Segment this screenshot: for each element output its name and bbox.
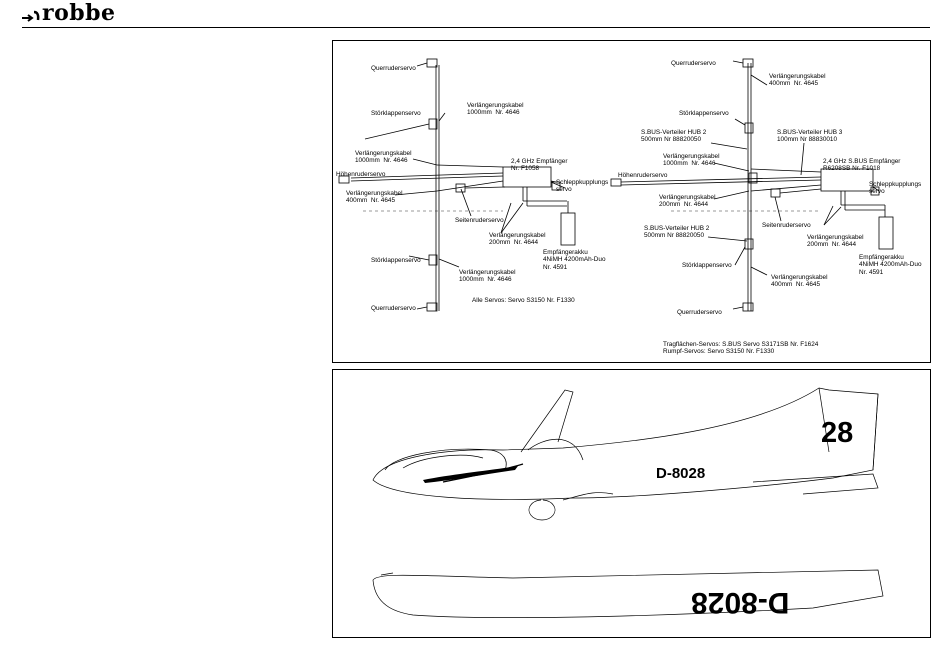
left-aileron-top-label: Querruderservo: [371, 65, 416, 72]
glider-side-view: [372, 387, 884, 618]
right-rudder-label: Seitenruderservo: [762, 222, 811, 229]
brand-name: robbe: [42, 0, 116, 26]
registration-mirrored: D-8028: [691, 586, 790, 619]
right-hub3-label: S.BUS-Verteiler HUB 3 100mm Nr 88830010: [777, 129, 843, 144]
right-battery-label: Empfängerakku 4NiMH 4200mAh-Duo Nr. 4591: [859, 254, 922, 276]
right-aileron-top-label: Querruderservo: [671, 60, 716, 67]
right-aileron-bottom-label: Querruderservo: [677, 309, 722, 316]
right-tow-servo-label: Schleppkupplungs servo: [869, 181, 922, 196]
left-ext-200-label: Verlängerungskabel 200mm Nr. 4644: [489, 232, 546, 247]
right-spoiler-bottom-label: Störklappenservo: [682, 262, 732, 269]
right-ext-400-bottom-label: Verlängerungskabel 400mm Nr. 4645: [771, 274, 828, 289]
left-ext-400-label: Verlängerungskabel 400mm Nr. 4645: [346, 190, 403, 205]
left-spoiler-top-label: Störklappenservo: [371, 110, 421, 117]
wiring-diagram-panel: Querruderservo Störklappenservo Verlänge…: [332, 40, 931, 363]
header-rule: [22, 27, 930, 28]
robbe-bird-icon: [22, 10, 40, 22]
left-spoiler-bottom-label: Störklappenservo: [371, 257, 421, 264]
registration: D-8028: [656, 465, 706, 482]
wiring-lines: [338, 58, 894, 312]
right-note: Tragflächen-Servos: S.BUS Servo S3171SB …: [663, 341, 819, 356]
glider-decal-panel: 28 D-8028 D-8028: [332, 369, 931, 638]
left-ext-1000-bottom-label: Verlängerungskabel 1000mm Nr. 4646: [459, 269, 516, 284]
right-receiver-label: 2,4 GHz S.BUS Empfänger R6208SB Nr. F101…: [823, 158, 901, 173]
left-elevator-label: Höhenruderservo: [336, 171, 386, 178]
right-hub2-bottom-label: S.BUS-Verteiler HUB 2 500mm Nr 88820050: [644, 225, 710, 240]
right-spoiler-top-label: Störklappenservo: [679, 110, 729, 117]
right-ext-400-top-label: Verlängerungskabel 400mm Nr. 4645: [769, 73, 826, 88]
left-note: Alle Servos: Servo S3150 Nr. F1330: [472, 297, 575, 304]
left-ext-1000-mid-label: Verlängerungskabel 1000mm Nr. 4646: [355, 150, 412, 165]
left-rudder-label: Seitenruderservo: [455, 217, 504, 224]
fin-number: 28: [821, 417, 854, 449]
right-ext-200-right-label: Verlängerungskabel 200mm Nr. 4644: [807, 234, 864, 249]
left-tow-servo-label: Schleppkupplungs servo: [556, 179, 609, 194]
left-receiver-label: 2,4 GHz Empfänger Nr. F1058: [511, 158, 568, 173]
right-ext-200-left-label: Verlängerungskabel 200mm Nr. 4644: [659, 194, 716, 209]
left-aileron-bottom-label: Querruderservo: [371, 305, 416, 312]
right-elevator-label: Höhenruderservo: [618, 172, 668, 179]
robbe-logo: robbe: [22, 2, 116, 24]
left-ext-1000-top-label: Verlängerungskabel 1000mm Nr. 4646: [467, 102, 524, 117]
left-battery-label: Empfängerakku 4NiMH 4200mAh-Duo Nr. 4591: [543, 249, 606, 271]
right-ext-1000-label: Verlängerungskabel 1000mm Nr. 4646: [663, 153, 720, 168]
right-hub2-top-label: S.BUS-Verteiler HUB 2 500mm Nr 88820050: [641, 129, 707, 144]
